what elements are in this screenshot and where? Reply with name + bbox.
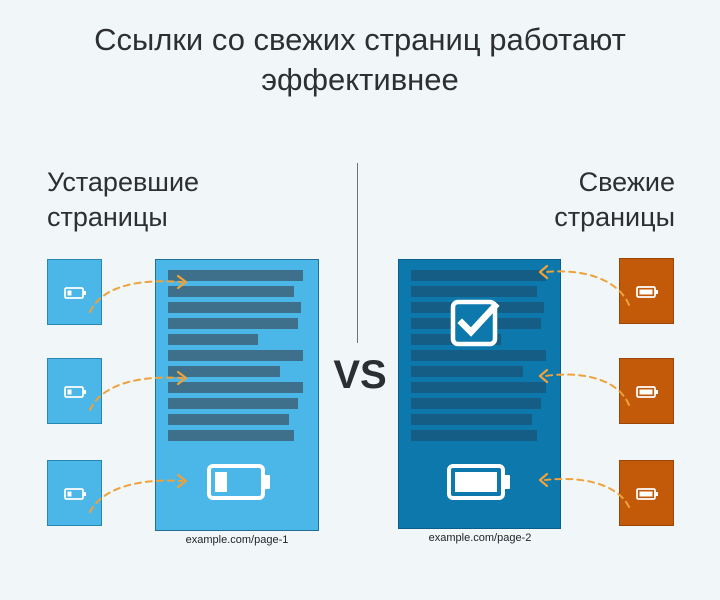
text-line	[411, 350, 546, 361]
fresh-source-box	[619, 358, 674, 424]
battery-low-icon	[64, 386, 86, 398]
fresh-heading-line-2: страницы	[554, 202, 675, 232]
text-line	[168, 334, 258, 345]
battery-full-icon	[636, 488, 658, 500]
text-line	[168, 286, 294, 297]
arrowhead	[176, 370, 188, 386]
text-line	[168, 366, 280, 377]
text-line	[168, 398, 298, 409]
battery-low-icon	[64, 488, 86, 500]
outdated-page	[155, 259, 319, 531]
link-arrow	[89, 280, 183, 313]
battery-full-icon	[636, 386, 658, 398]
text-line	[168, 302, 301, 313]
text-line	[168, 382, 303, 393]
arrowhead	[538, 264, 549, 280]
text-line	[168, 414, 289, 425]
fresh-page-url: example.com/page-2	[428, 532, 532, 544]
outdated-source-box	[47, 358, 102, 424]
text-line	[411, 286, 537, 297]
text-line	[411, 382, 546, 393]
text-line	[411, 270, 546, 281]
text-line	[168, 318, 298, 329]
checkbox-checked-icon	[450, 299, 500, 347]
fresh-pages-heading: Свежие страницы	[554, 165, 675, 235]
text-line	[168, 430, 294, 441]
text-line	[411, 430, 537, 441]
battery-full-icon	[636, 286, 658, 298]
battery-full-icon	[447, 464, 510, 500]
text-line	[168, 270, 303, 281]
arrowhead	[538, 368, 549, 384]
link-arrow	[544, 478, 630, 508]
link-arrow	[89, 376, 183, 411]
outdated-heading-line-1: Устаревшие	[47, 167, 200, 197]
vs-label: VS	[333, 353, 387, 397]
fresh-heading-line-1: Свежие	[578, 167, 675, 197]
page-title: Ссылки со свежих страниц работают эффект…	[0, 20, 720, 100]
link-arrow	[544, 373, 630, 406]
outdated-pages-heading: Устаревшие страницы	[47, 165, 199, 235]
title-line-2: эффективнее	[261, 62, 459, 97]
arrowhead	[538, 472, 549, 488]
text-line	[411, 398, 541, 409]
outdated-page-url: example.com/page-1	[185, 534, 289, 546]
outdated-source-box	[47, 259, 102, 325]
fresh-source-box	[619, 460, 674, 526]
link-arrow	[544, 270, 630, 306]
outdated-heading-line-2: страницы	[47, 202, 168, 232]
center-divider	[357, 163, 358, 343]
text-line	[411, 414, 532, 425]
link-arrow	[89, 479, 183, 513]
arrowhead	[176, 274, 188, 290]
battery-low-icon	[207, 464, 270, 500]
outdated-source-box	[47, 460, 102, 526]
text-line	[411, 366, 523, 377]
arrowhead	[176, 473, 188, 489]
fresh-page	[398, 259, 561, 529]
title-line-1: Ссылки со свежих страниц работают	[94, 22, 626, 57]
text-line	[168, 350, 303, 361]
battery-low-icon	[64, 287, 86, 299]
